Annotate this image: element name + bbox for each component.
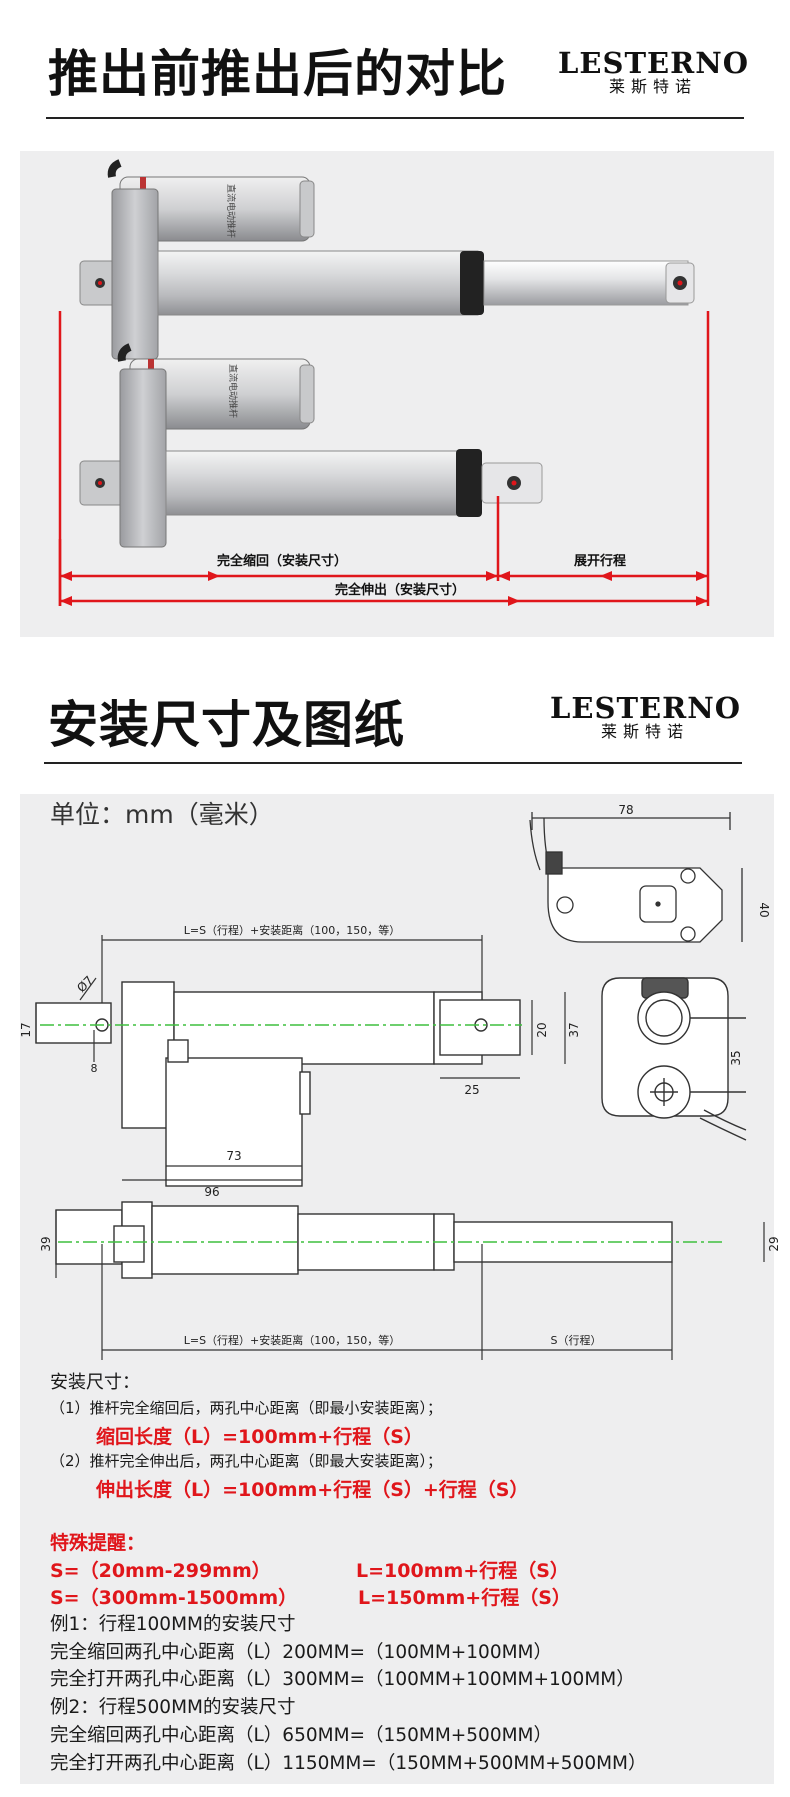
label-stroke: 展开行程 bbox=[574, 553, 626, 569]
dim-78: 78 bbox=[618, 803, 633, 817]
dim-73: 73 bbox=[226, 1149, 241, 1163]
brand-logo-2: LESTERNO 莱斯特诺 bbox=[550, 693, 740, 741]
brand-name-cn-2: 莱斯特诺 bbox=[600, 722, 689, 741]
dim-39: 39 bbox=[39, 1236, 53, 1251]
bottom-formula: L=S（行程）+安装距离（100，150，等） bbox=[184, 1333, 401, 1347]
example-1-title: 例1：行程100MM的安装尺寸 bbox=[50, 1614, 296, 1635]
top-length-dimension bbox=[101, 935, 483, 1010]
special-reminder-heading: 特殊提醒： bbox=[50, 1532, 146, 1554]
note-item-1: （1）推杆完全缩回后，两孔中心距离（即最小安装距离）； bbox=[50, 1399, 443, 1417]
brand-logo: LESTERNO 莱斯特诺 bbox=[558, 48, 748, 96]
section1-divider bbox=[46, 117, 744, 119]
dim-29: 29 bbox=[767, 1236, 781, 1251]
brand-name-cn: 莱斯特诺 bbox=[608, 77, 697, 96]
dim-8: 8 bbox=[91, 1062, 98, 1075]
actuator-end-view bbox=[601, 977, 747, 1141]
example-2-line-2: 完全打开两孔中心距离（L）1150MM=（150MM+500MM+500MM） bbox=[50, 1753, 647, 1774]
dim-40: 40 bbox=[757, 902, 771, 917]
range-2: S=（300mm-1500mm） bbox=[50, 1587, 298, 1609]
svg-text:直流电动推杆: 直流电动推杆 bbox=[225, 184, 237, 238]
dim-96: 96 bbox=[204, 1185, 219, 1199]
drawing-panel bbox=[20, 794, 774, 1784]
dim-7: Ø7 bbox=[74, 973, 96, 995]
notes-heading: 安装尺寸： bbox=[50, 1372, 140, 1393]
actuator-retracted: 直流电动推杆 bbox=[79, 343, 543, 548]
dim-37: 37 bbox=[567, 1022, 581, 1037]
example-1-line-2: 完全打开两孔中心距离（L）300MM=（100MM+100MM+100MM） bbox=[50, 1669, 635, 1690]
section2-title: 安装尺寸及图纸 bbox=[48, 696, 405, 754]
note-formula-1: 缩回长度（L）=100mm+行程（S） bbox=[96, 1426, 423, 1448]
brand-name-en-2: LESTERNO bbox=[550, 691, 741, 725]
section1-title: 推出前推出后的对比 bbox=[48, 45, 507, 103]
svg-text:直流电动推杆: 直流电动推杆 bbox=[227, 364, 239, 418]
example-1-line-1: 完全缩回两孔中心距离（L）200MM=（100MM+100MM） bbox=[50, 1642, 553, 1663]
dim-25: 25 bbox=[464, 1083, 479, 1097]
comparison-photo-panel: 直流电动推杆 直流电动推杆 bbox=[20, 151, 774, 637]
range-1-formula: L=100mm+行程（S） bbox=[356, 1560, 569, 1582]
dim-35: 35 bbox=[729, 1050, 743, 1065]
dim-20: 20 bbox=[535, 1022, 549, 1037]
brand-name-en: LESTERNO bbox=[558, 46, 749, 80]
stroke-label: S（行程） bbox=[551, 1334, 602, 1347]
actuator-comparison-illustration: 直流电动推杆 直流电动推杆 bbox=[58, 159, 710, 606]
dim-17: 17 bbox=[19, 1022, 33, 1037]
actuator-extended: 直流电动推杆 bbox=[79, 159, 695, 360]
example-2-line-1: 完全缩回两孔中心距离（L）650MM=（150MM+500MM） bbox=[50, 1725, 553, 1746]
top-formula: L=S（行程）+安装距离（100，150，等） bbox=[184, 923, 401, 937]
section2-divider bbox=[44, 762, 742, 764]
note-formula-2: 伸出长度（L）=100mm+行程（S）+行程（S） bbox=[96, 1479, 529, 1501]
actuator-side-view bbox=[35, 981, 521, 1187]
range-2-formula: L=150mm+行程（S） bbox=[358, 1587, 571, 1609]
example-2-title: 例2：行程500MM的安装尺寸 bbox=[50, 1697, 296, 1718]
label-fully-retracted: 完全缩回（安装尺寸） bbox=[217, 553, 347, 569]
range-1: S=（20mm-299mm） bbox=[50, 1560, 271, 1582]
actuator-top-view bbox=[55, 1201, 673, 1279]
unit-label: 单位：mm（毫米） bbox=[50, 800, 274, 829]
top-view-dims bbox=[55, 1210, 765, 1360]
note-item-2: （2）推杆完全伸出后，两孔中心距离（即最大安装距离）； bbox=[50, 1452, 443, 1470]
side-view-dims bbox=[35, 977, 566, 1181]
dimension-lines bbox=[58, 311, 710, 606]
bracket-side-view bbox=[529, 812, 743, 943]
label-fully-extended: 完全伸出（安装尺寸） bbox=[335, 582, 465, 598]
dimension-arrowheads bbox=[60, 571, 708, 606]
technical-drawing: 78 40 L=S（行程）+安装距离（100，150，等） Ø7 17 8 20… bbox=[19, 803, 781, 1360]
